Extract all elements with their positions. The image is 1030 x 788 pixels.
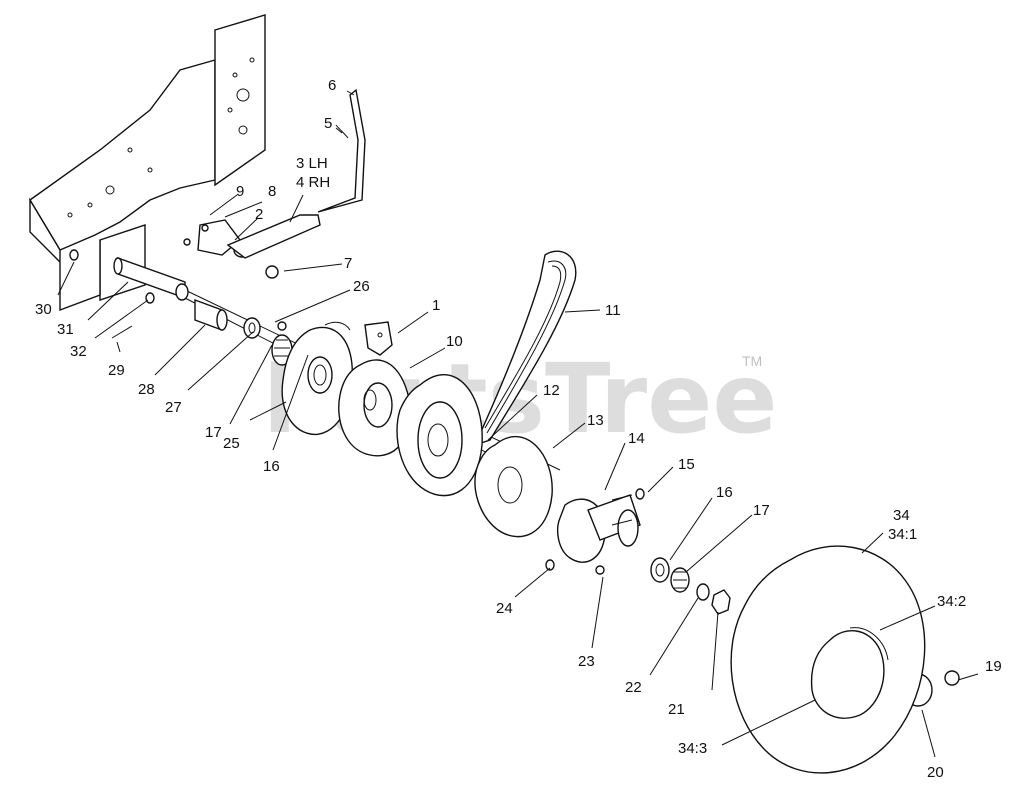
watermark-tm: TM [742, 353, 762, 369]
callout-22: 22 [625, 679, 642, 696]
callout-1: 1 [432, 297, 440, 314]
wheel-tire [730, 545, 926, 774]
brake-linkage [183, 88, 366, 331]
callout-28: 28 [138, 381, 155, 398]
callout-19: 19 [985, 658, 1002, 675]
callout-5: 5 [324, 115, 332, 132]
callout-26: 26 [353, 278, 370, 295]
callout-10: 10 [446, 333, 463, 350]
axle-hardware [69, 249, 293, 366]
callout-27: 27 [165, 399, 182, 416]
callout-4-rh: 4 RH [296, 174, 330, 191]
callout-34: 34 [893, 507, 910, 524]
callout-12: 12 [543, 382, 560, 399]
callout-21: 21 [668, 701, 685, 718]
callout-labels: 6 5 3 LH 4 RH 9 8 2 7 26 1 10 11 12 13 1… [35, 77, 1002, 781]
callout-24: 24 [496, 600, 513, 617]
wheel-hub [545, 488, 645, 575]
callout-17-left: 17 [205, 424, 222, 441]
brake-drum [338, 359, 411, 457]
callout-30: 30 [35, 301, 52, 318]
callout-6: 6 [328, 77, 336, 94]
drive-pulley [396, 373, 483, 497]
callout-11: 11 [605, 302, 621, 319]
driven-pulley [474, 435, 553, 538]
callout-9: 9 [236, 183, 244, 200]
callout-8: 8 [268, 183, 276, 200]
callout-34-1: 34:1 [888, 526, 917, 543]
leader-lines [57, 90, 979, 758]
callout-29: 29 [108, 362, 125, 379]
callout-17-right: 17 [753, 502, 770, 519]
callout-2: 2 [255, 206, 263, 223]
callout-15: 15 [678, 456, 695, 473]
callout-34-2: 34:2 [937, 593, 966, 610]
callout-16-left: 16 [263, 458, 280, 475]
callout-20: 20 [927, 764, 944, 781]
callout-13: 13 [587, 412, 604, 429]
callout-32: 32 [70, 343, 87, 360]
callout-14: 14 [628, 430, 645, 447]
callout-7: 7 [344, 255, 352, 272]
callout-31: 31 [57, 321, 74, 338]
callout-23: 23 [578, 653, 595, 670]
drive-belt [473, 250, 577, 447]
frame-chassis [29, 14, 266, 312]
callout-16-right: 16 [716, 484, 733, 501]
brake-assembly [281, 321, 393, 436]
callout-3-lh: 3 LH [296, 155, 328, 172]
callout-25: 25 [223, 435, 240, 452]
callout-34-3: 34:3 [678, 740, 707, 757]
